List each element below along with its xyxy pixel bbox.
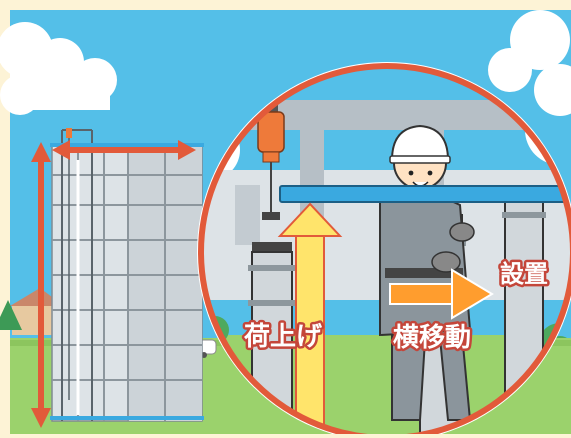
house-icon bbox=[10, 288, 64, 335]
width-arrow bbox=[52, 140, 196, 160]
scaffold-building bbox=[50, 128, 204, 422]
lateral-move-arrow bbox=[389, 268, 494, 320]
label-lateral-move: 横移動 bbox=[393, 323, 471, 353]
label-lift: 荷上げ bbox=[244, 322, 323, 352]
electric-chain-hoist-icon bbox=[252, 98, 292, 252]
label-install: 設置 bbox=[500, 260, 548, 288]
cloud-icon bbox=[0, 10, 571, 116]
steel-beam bbox=[279, 185, 571, 203]
lift-arrow bbox=[277, 202, 343, 438]
magnified-view bbox=[197, 62, 571, 438]
height-arrow bbox=[31, 142, 51, 428]
